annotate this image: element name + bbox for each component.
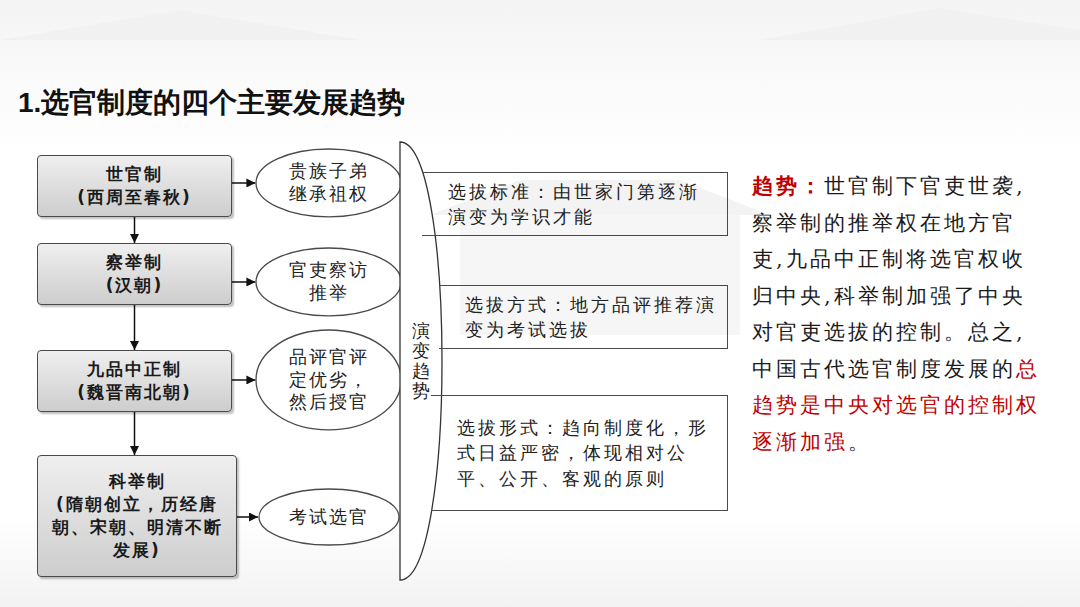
system-box: 世官制(西周至春秋) bbox=[37, 155, 232, 217]
period-text: (魏晋南北朝) bbox=[77, 381, 192, 404]
text-group: 科举制(隋朝创立，历经唐朝、宋朝、明清不断发展) bbox=[48, 470, 226, 562]
system-name: 察举制 bbox=[106, 251, 164, 274]
node-text: 考试选官 bbox=[289, 506, 369, 529]
system-name: 九品中正制 bbox=[77, 358, 192, 381]
flow-arrow bbox=[134, 305, 136, 350]
text-group: 选拔方式：地方品评推荐演变为考试选拔 bbox=[465, 292, 717, 342]
trend-note: 趋势：世官制下官吏世袭,察举制的推举权在地方官吏,九品中正制将选官权收归中央,科… bbox=[752, 168, 1044, 460]
ellipse-shape bbox=[259, 489, 399, 545]
node-text: 官吏察访推举 bbox=[281, 259, 377, 304]
palace-roof bbox=[0, 10, 360, 40]
node-text: 选拔形式：趋向制度化，形式日益严密，体现相对公平、公开、客观的原则 bbox=[457, 415, 717, 491]
system-box: 九品中正制(魏晋南北朝) bbox=[37, 350, 232, 412]
text-group: 选拔形式：趋向制度化，形式日益严密，体现相对公平、公开、客观的原则 bbox=[457, 415, 717, 491]
flow-arrow bbox=[134, 217, 136, 243]
feature-ellipse: 考试选官 bbox=[258, 488, 400, 546]
node-text: 品评官评定优劣，然后授官 bbox=[281, 346, 377, 414]
flow-arrow bbox=[237, 516, 258, 518]
period-text: (隋朝创立，历经唐朝、宋朝、明清不断发展) bbox=[48, 493, 226, 562]
trend-box: 选拔形式：趋向制度化，形式日益严密，体现相对公平、公开、客观的原则 bbox=[431, 395, 728, 511]
feature-ellipse: 官吏察访推举 bbox=[255, 247, 402, 317]
trend-box: 选拔方式：地方品评推荐演变为考试选拔 bbox=[439, 285, 728, 349]
palace-roof bbox=[760, 8, 1080, 40]
feature-ellipse: 贵族子弟继承祖权 bbox=[255, 148, 402, 218]
text-group: 世官制(西周至春秋) bbox=[77, 163, 192, 209]
text-group: 考试选官 bbox=[289, 506, 369, 529]
text-group: 官吏察访推举 bbox=[281, 259, 377, 304]
flow-arrow bbox=[134, 412, 136, 455]
system-name: 科举制 bbox=[48, 470, 226, 493]
trend-box: 选拔标准：由世家门第逐渐演变为学识才能 bbox=[422, 172, 728, 236]
ellipse-shape bbox=[256, 330, 401, 430]
vertical-label: 演变趋势 bbox=[412, 321, 430, 400]
text-group: 演变趋势 bbox=[412, 321, 430, 400]
palace-wall bbox=[460, 215, 740, 335]
period-text: (西周至春秋) bbox=[77, 186, 192, 209]
note-text: 世官制下官吏世袭,察举制的推举权在地方官吏,九品中正制将选官权收归中央,科举制加… bbox=[752, 174, 1026, 381]
system-box: 科举制(隋朝创立，历经唐朝、宋朝、明清不断发展) bbox=[37, 455, 237, 577]
feature-ellipse: 品评官评定优劣，然后授官 bbox=[255, 329, 402, 431]
ellipse-shape bbox=[256, 248, 401, 316]
system-box: 察举制(汉朝) bbox=[37, 243, 232, 305]
flow-arrow bbox=[232, 379, 255, 381]
flow-arrow bbox=[232, 182, 255, 184]
note-text: 。 bbox=[848, 430, 872, 454]
text-group: 选拔标准：由世家门第逐渐演变为学识才能 bbox=[448, 179, 717, 229]
ellipse-shape bbox=[256, 149, 401, 217]
period-text: (汉朝) bbox=[106, 274, 164, 297]
text-group: 品评官评定优劣，然后授官 bbox=[281, 346, 377, 414]
flow-arrow bbox=[232, 281, 255, 283]
text-group: 九品中正制(魏晋南北朝) bbox=[77, 358, 192, 404]
text-group: 察举制(汉朝) bbox=[106, 251, 164, 297]
note-heading: 趋势： bbox=[752, 173, 824, 198]
slide-title: 1.选官制度的四个主要发展趋势 bbox=[18, 84, 405, 122]
node-text: 贵族子弟继承祖权 bbox=[281, 160, 377, 205]
node-text: 选拔标准：由世家门第逐渐演变为学识才能 bbox=[448, 179, 717, 229]
system-name: 世官制 bbox=[77, 163, 192, 186]
text-group: 贵族子弟继承祖权 bbox=[281, 160, 377, 205]
node-text: 选拔方式：地方品评推荐演变为考试选拔 bbox=[465, 292, 717, 342]
